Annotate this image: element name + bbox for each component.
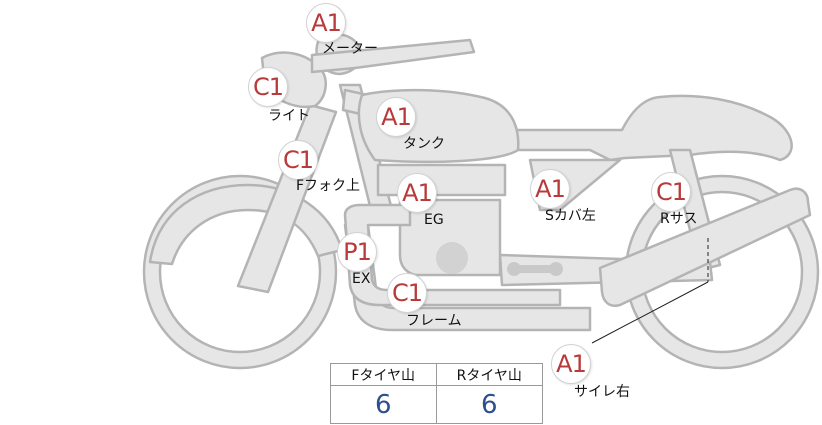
rear-tread-value: 6 <box>480 389 498 420</box>
muffler <box>598 187 812 307</box>
part-label-light: ライト <box>268 108 310 124</box>
front-tread-value: 6 <box>331 386 437 423</box>
grade-marker-meter: A1 <box>306 3 346 43</box>
grade-marker-side-cover-left: A1 <box>530 169 570 209</box>
rear-tread-header: Rタイヤ山 <box>436 364 542 386</box>
grade-marker-frame: C1 <box>387 273 427 313</box>
grade-marker-muffler-right: A1 <box>551 344 591 384</box>
front-tread-header: Fタイヤ山 <box>331 364 437 386</box>
part-label-engine: EG <box>424 212 444 228</box>
tire-tread-table: Fタイヤ山 Rタイヤ山 6 6 <box>330 363 543 424</box>
part-label-muffler-right: サイレ右 <box>574 384 630 400</box>
seat <box>510 94 793 162</box>
part-label-meter: メーター <box>322 41 378 57</box>
part-label-front-fork-top: Fフォク上 <box>296 178 361 194</box>
grade-marker-rear-suspension: C1 <box>651 172 691 212</box>
grade-marker-engine: A1 <box>397 173 437 213</box>
leader-line-muffler <box>591 281 709 344</box>
grade-marker-tank: A1 <box>376 97 416 137</box>
part-label-rear-suspension: Rサス <box>660 211 698 227</box>
part-label-tank: タンク <box>403 136 445 152</box>
foot-peg <box>507 262 563 276</box>
grade-marker-front-fork-top: C1 <box>278 140 318 180</box>
grade-marker-light: C1 <box>248 67 288 107</box>
part-label-side-cover-left: Sカバ左 <box>545 208 596 224</box>
grade-marker-exhaust: P1 <box>337 232 377 272</box>
exhaust-pipe <box>343 203 562 307</box>
handlebar <box>310 38 476 74</box>
part-label-frame: フレーム <box>406 313 462 329</box>
part-label-exhaust: EX <box>352 271 371 287</box>
